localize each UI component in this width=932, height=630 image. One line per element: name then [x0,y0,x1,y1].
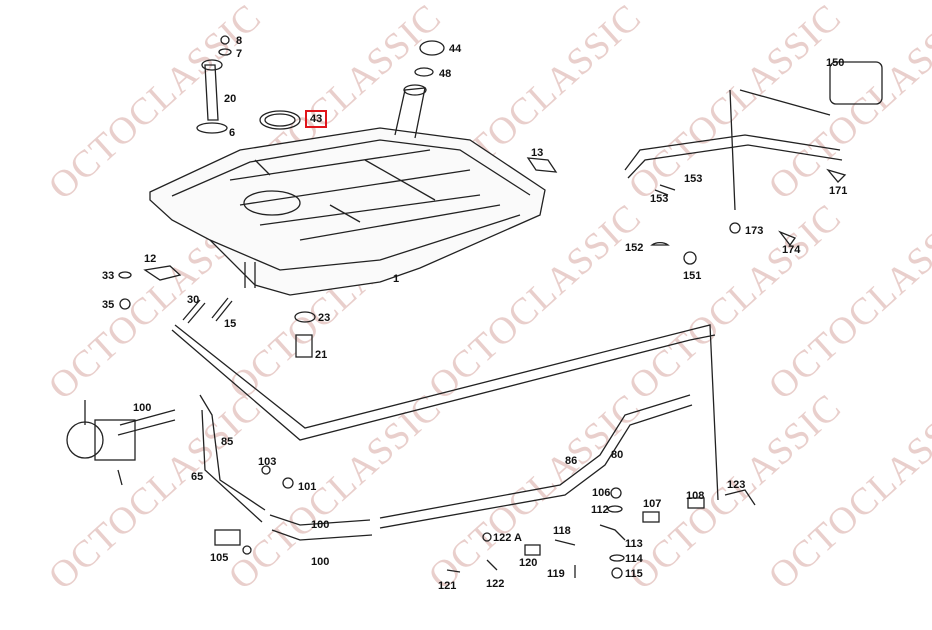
part-label-80[interactable]: 80 [611,449,624,461]
small-parts[interactable] [650,168,847,265]
part-label-173[interactable]: 173 [745,225,764,237]
fuel-line-main[interactable] [171,324,719,501]
hoses-85-65[interactable] [199,394,266,523]
clips[interactable] [261,465,756,579]
part-label-107[interactable]: 107 [643,498,662,510]
part-label-120[interactable]: 120 [519,557,538,569]
part-label-119[interactable]: 119 [547,568,565,580]
bracket-13[interactable] [526,157,558,173]
part-label-121[interactable]: 121 [438,580,457,592]
part-label-105[interactable]: 105 [210,552,229,564]
part-label-7[interactable]: 7 [236,48,243,60]
part-label-112[interactable]: 112 [591,504,609,516]
part-label-12[interactable]: 12 [144,253,157,265]
part-label-122[interactable]: 122 [486,578,505,590]
part-label-106[interactable]: 106 [592,487,611,499]
part-label-114[interactable]: 114 [625,553,643,565]
part-label-48[interactable]: 48 [439,68,452,80]
part-label-86[interactable]: 86 [565,455,578,467]
hoses-100[interactable] [269,514,373,541]
part-label-100[interactable]: 100 [311,556,330,568]
filter-105[interactable] [214,529,252,555]
part-label-101[interactable]: 101 [298,481,317,493]
part-label-100[interactable]: 100 [311,519,330,531]
part-label-85[interactable]: 85 [221,436,234,448]
part-label-171[interactable]: 171 [829,185,848,197]
part-label-20[interactable]: 20 [224,93,237,105]
part-label-151[interactable]: 151 [683,270,702,282]
part-label-13[interactable]: 13 [531,147,544,159]
part-label-123[interactable]: 123 [727,479,746,491]
part-label-174[interactable]: 174 [782,244,801,256]
cap-44[interactable] [414,40,445,77]
fuel-line-86-80[interactable] [379,394,693,529]
part-label-118[interactable]: 118 [553,525,571,537]
part-label-35[interactable]: 35 [102,299,115,311]
part-label-150[interactable]: 150 [826,57,845,69]
part-label-6[interactable]: 6 [229,127,236,139]
part-label-43[interactable]: 43 [305,110,328,128]
part-label-153[interactable]: 153 [650,193,669,205]
tank-150[interactable] [829,61,883,105]
part-label-100[interactable]: 100 [133,402,152,414]
filter-21-23[interactable] [294,311,316,358]
part-label-122A[interactable]: 122 A [493,532,522,544]
part-label-108[interactable]: 108 [686,490,705,502]
nuts-33-35[interactable] [118,271,132,310]
part-label-152[interactable]: 152 [625,242,644,254]
part-label-153[interactable]: 153 [684,173,703,185]
fuel-sender[interactable] [196,35,232,134]
part-label-65[interactable]: 65 [191,471,204,483]
gasket-12[interactable] [143,265,182,281]
part-label-113[interactable]: 113 [625,538,643,550]
fuel-pump[interactable] [66,400,176,486]
hoses-30-15[interactable] [182,297,233,324]
vent-lines[interactable] [624,89,843,211]
part-label-8[interactable]: 8 [236,35,243,47]
fuel-tank[interactable] [149,84,546,296]
part-label-21[interactable]: 21 [315,349,328,361]
seal-ring-43[interactable] [259,110,301,130]
part-label-115[interactable]: 115 [625,568,643,580]
part-label-15[interactable]: 15 [224,318,237,330]
part-label-103[interactable]: 103 [258,456,277,468]
part-label-44[interactable]: 44 [449,43,462,55]
part-label-33[interactable]: 33 [102,270,115,282]
part-label-1[interactable]: 1 [393,273,400,285]
part-label-30[interactable]: 30 [187,294,200,306]
part-label-23[interactable]: 23 [318,312,331,324]
